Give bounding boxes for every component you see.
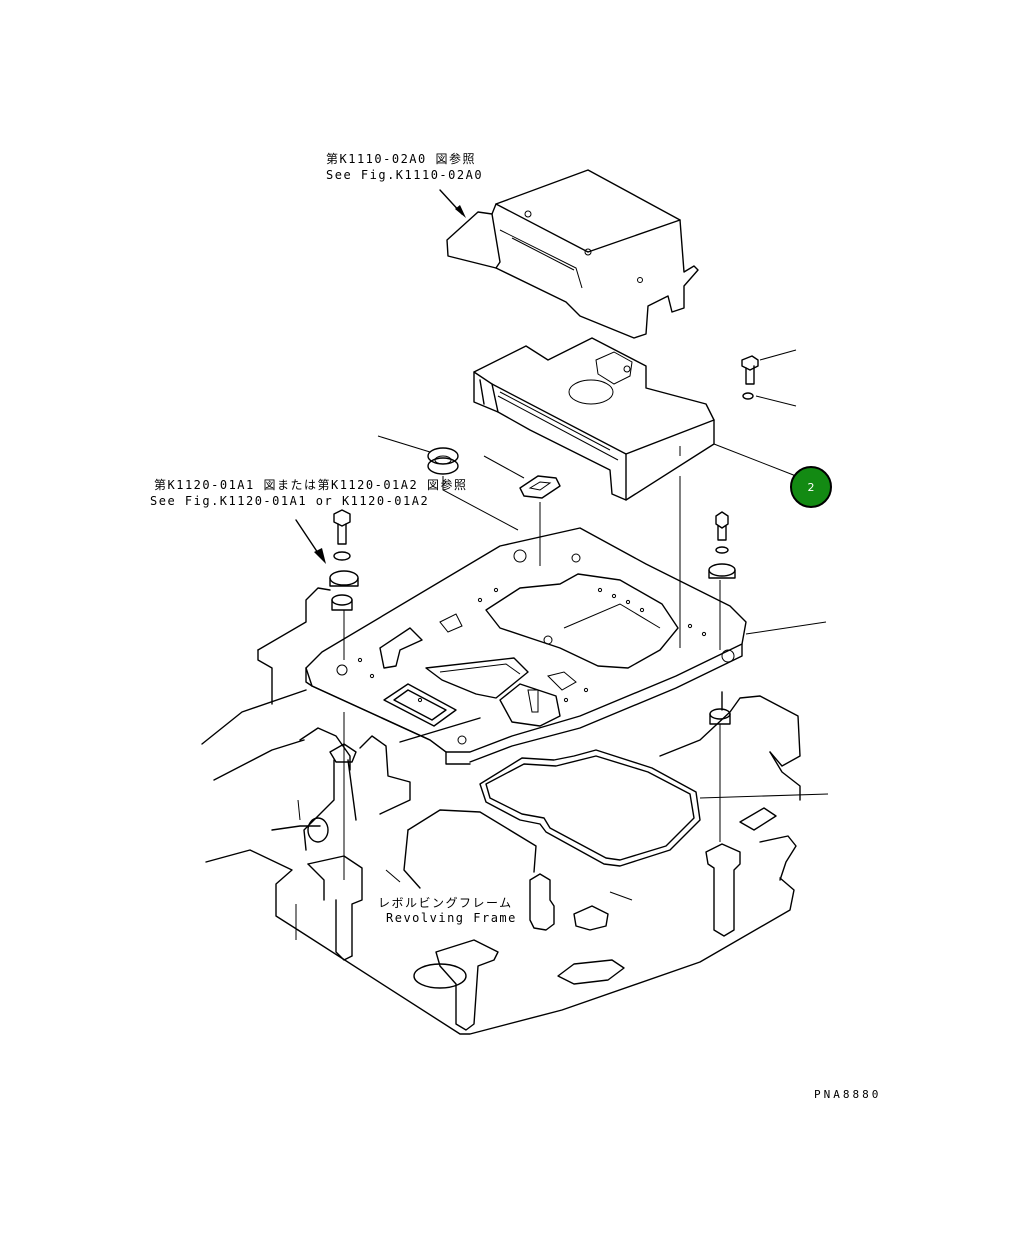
top-reference-jp: 第K1110-02A0 図参照 xyxy=(326,152,476,166)
left-reference-en: See Fig.K1120-01A1 or K1120-01A2 xyxy=(150,494,430,508)
control-cover xyxy=(473,337,797,501)
top-reference-en: See Fig.K1110-02A0 xyxy=(326,168,484,182)
seal-gasket xyxy=(479,749,829,867)
frame-label-jp: レボルビングフレーム xyxy=(378,896,513,910)
frame-label-en: Revolving Frame xyxy=(386,911,517,925)
floor-plate xyxy=(305,476,827,765)
grommets xyxy=(377,435,561,566)
left-mount-stack xyxy=(295,509,359,880)
revolving-frame xyxy=(201,587,801,1035)
callout-number: 2 xyxy=(808,481,815,494)
left-reference-jp: 第K1120-01A1 図または第K1120-01A2 図参照 xyxy=(154,478,468,492)
right-mount-stack xyxy=(708,511,736,842)
callout-2: 2 xyxy=(790,466,832,508)
upper-cover-reference xyxy=(439,169,699,339)
drawing-code: PNA8880 xyxy=(814,1088,882,1101)
